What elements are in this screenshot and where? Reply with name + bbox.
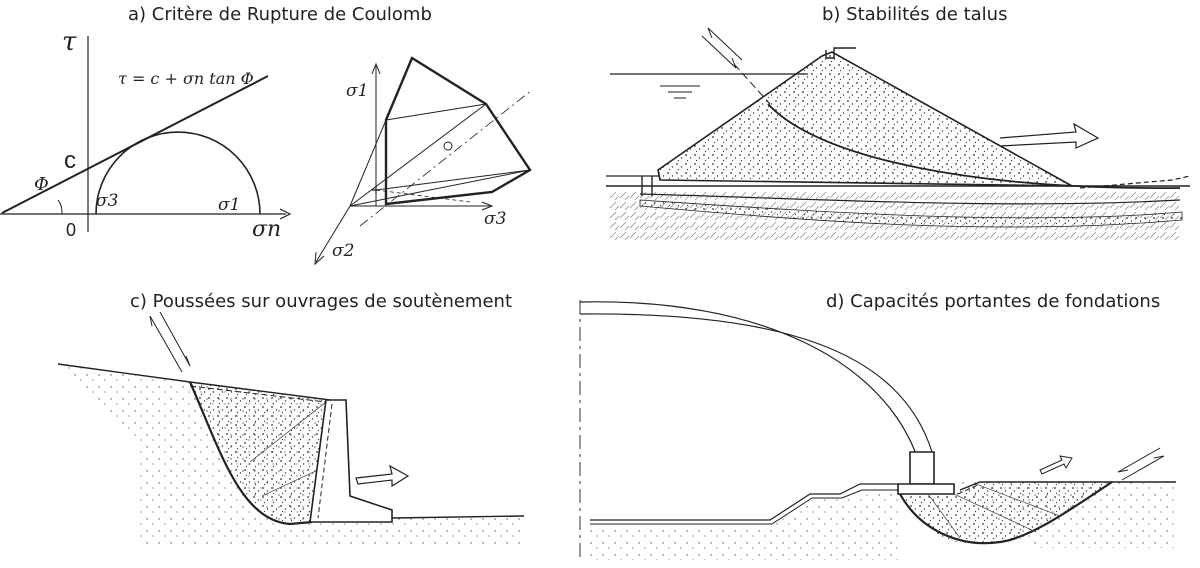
slip-surface — [767, 103, 1181, 189]
panel-a-mohr-diagram: τ τ = c + σn tan Φ c Φ 0 σ3 σ1 σn — [0, 27, 292, 242]
phi-label: Φ — [34, 174, 49, 195]
sigma-n-label: σn — [252, 217, 281, 242]
panel-c-retaining-wall — [57, 311, 525, 546]
movement-arrow — [999, 122, 1100, 149]
arch-structure — [579, 301, 933, 455]
tau-label: τ — [62, 27, 77, 57]
heave-arrow — [1039, 455, 1073, 475]
soil-wedge — [190, 382, 326, 524]
failure-surface — [188, 381, 313, 526]
sigma2-axis-label: σ2 — [332, 241, 354, 261]
hydrostatic-axis — [359, 89, 533, 227]
dam-body — [657, 51, 1073, 187]
bearing-failure-surface — [899, 481, 1113, 545]
sigma3-label: σ3 — [96, 191, 118, 211]
failure-surface-outline — [384, 56, 532, 206]
panel-b-slope-stability — [606, 27, 1191, 240]
sigma1-label: σ1 — [218, 195, 240, 215]
mohr-circle — [95, 131, 261, 215]
panel-c-title: c) Poussées sur ouvrages de soutènement — [130, 291, 512, 312]
sigma3-axis-label: σ3 — [484, 209, 506, 229]
panel-a-stress-space: σ1 σ3 σ2 — [314, 56, 533, 266]
panel-d-bearing-capacity — [579, 300, 1176, 560]
panel-d-title: d) Capacités portantes de fondations — [826, 291, 1161, 312]
thrust-arrow — [355, 464, 410, 488]
panel-a-title: a) Critère de Rupture de Coulomb — [128, 4, 432, 25]
coulomb-equation: τ = c + σn tan Φ — [118, 69, 254, 88]
sigma-axis-arrow — [279, 208, 292, 220]
foundation-hatch — [610, 190, 1180, 240]
foundation-footing — [897, 483, 955, 495]
retaining-wall — [309, 399, 393, 523]
origin-label: 0 — [66, 220, 76, 240]
panel-b-title: b) Stabilités de talus — [822, 4, 1008, 25]
c-label: c — [64, 147, 76, 174]
sigma2-axis — [315, 205, 351, 263]
phi-angle-arc — [57, 199, 63, 215]
sigma1-axis-label: σ1 — [346, 81, 368, 101]
